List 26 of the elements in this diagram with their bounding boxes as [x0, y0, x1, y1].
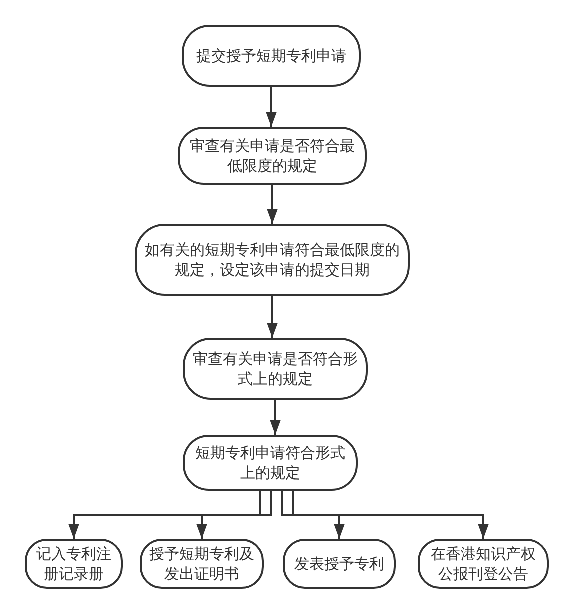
- step-text: 审查有关申请是否符合形式上的规定: [192, 349, 359, 389]
- process-box: [183, 435, 358, 491]
- process-box: [25, 539, 123, 589]
- process-box: [283, 539, 396, 589]
- arrow: [282, 491, 345, 539]
- step-text: 在香港知识产权公报刊登公告: [430, 544, 537, 584]
- process-box: [183, 338, 368, 400]
- step-text: 授予短期专利及发出证明书: [148, 544, 256, 584]
- step-text: 如有关的短期专利申请符合最低限度的规定，设定该申请的提交日期: [144, 240, 401, 280]
- step-text: 发表授予专利: [294, 554, 386, 574]
- arrow: [266, 87, 277, 127]
- arrow: [68, 491, 262, 539]
- process-box: [135, 224, 410, 296]
- step-text: 提交授予短期专利申请: [196, 46, 348, 66]
- process-box: [418, 539, 549, 589]
- arrow: [270, 400, 281, 435]
- step-text: 短期专利申请符合形式上的规定: [194, 443, 346, 483]
- arrow: [267, 296, 278, 338]
- arrow: [292, 491, 489, 539]
- process-box: [178, 127, 367, 185]
- arrow: [196, 491, 272, 539]
- step-text: 审查有关申请是否符合最低限度的规定: [189, 136, 356, 176]
- arrow: [267, 185, 278, 224]
- process-box: [140, 539, 264, 589]
- process-box: [182, 25, 361, 87]
- step-text: 记入专利注册记录册: [36, 544, 112, 584]
